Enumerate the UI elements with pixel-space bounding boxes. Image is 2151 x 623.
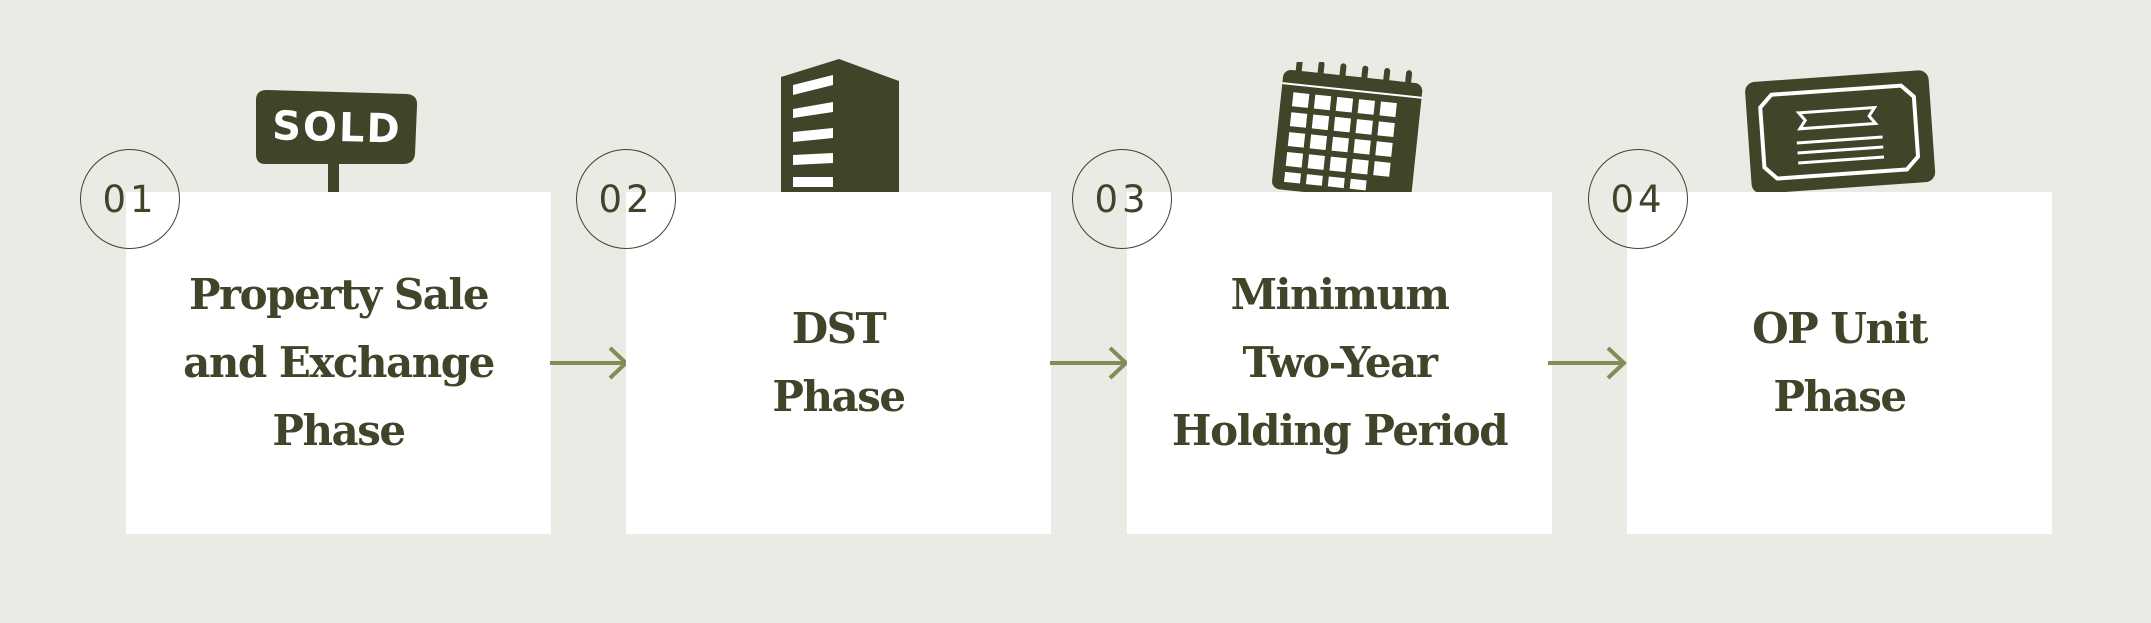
sold-sign-text: SOLD [272,103,403,152]
step-number-badge: 03 [1072,149,1172,249]
certificate-icon [1744,66,1936,194]
building-icon [781,59,899,193]
step-card: Property Sale and Exchange Phase [126,192,551,534]
step-4: OP Unit Phase 04 [1500,0,2052,623]
step-3: Minimum Two-Year Holding Period 03 [1000,0,1552,623]
step-number-badge: 02 [576,149,676,249]
calendar-icon [1268,62,1424,194]
step-1: SOLD Property Sale and Exchange Phase 01 [0,0,551,623]
step-title: Minimum Two-Year Holding Period [1171,270,1509,455]
sold-sign-icon: SOLD [255,86,421,196]
step-card: OP Unit Phase [1627,192,2052,534]
arrow-right-icon [1548,346,1628,384]
step-number-badge: 01 [80,149,180,249]
step-2: DST Phase 02 [500,0,1051,623]
step-card: Minimum Two-Year Holding Period [1127,192,1552,534]
step-number-badge: 04 [1588,149,1688,249]
arrow-right-icon [1050,346,1130,384]
step-card: DST Phase [626,192,1051,534]
step-title: OP Unit Phase [1752,304,1928,421]
step-title: DST Phase [772,304,906,421]
step-title: Property Sale and Exchange Phase [183,270,495,455]
